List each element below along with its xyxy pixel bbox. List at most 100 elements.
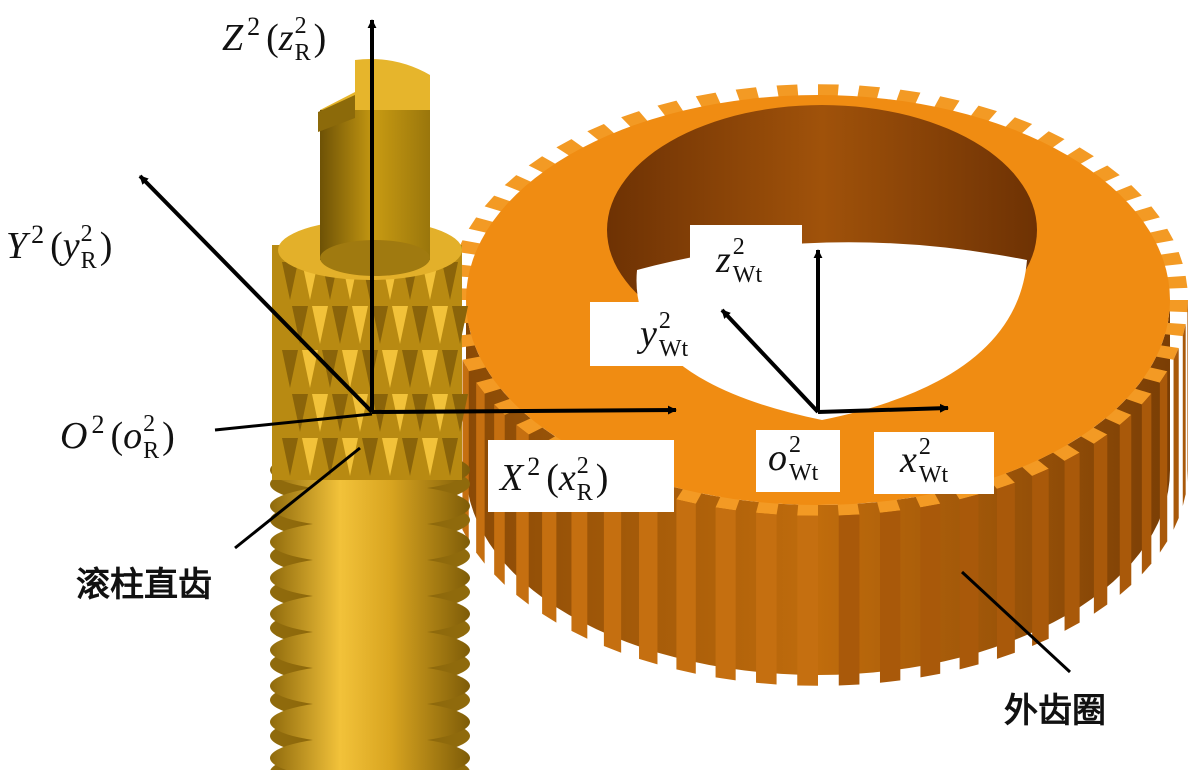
leader-ring xyxy=(960,570,1072,674)
roller-tooth xyxy=(442,262,458,300)
thread-ridge xyxy=(270,736,470,780)
roller-tooth xyxy=(282,350,298,388)
roller-tooth xyxy=(302,350,318,388)
ring-tooth-top xyxy=(457,240,482,255)
ring-tooth-side xyxy=(1032,468,1049,646)
ring-tooth-top xyxy=(756,500,779,515)
thread-clip xyxy=(270,770,470,782)
ring-tooth-side xyxy=(1187,300,1188,483)
ring-tooth-side xyxy=(838,514,860,686)
roller-tooth xyxy=(442,438,458,476)
roller-tooth xyxy=(282,262,298,300)
ring-tooth-side xyxy=(1159,371,1168,553)
roller-tooth xyxy=(412,306,428,344)
bg-xw xyxy=(874,432,994,494)
roller-tooth xyxy=(452,306,468,344)
ring-tooth-side xyxy=(797,515,818,686)
bg-ow xyxy=(756,430,840,492)
ring-tooth-top xyxy=(1159,251,1183,266)
roller-tooth xyxy=(402,438,418,476)
roller-tooth xyxy=(332,394,348,432)
ring-tooth-top xyxy=(1154,345,1179,360)
thread-ridge xyxy=(270,628,470,672)
ring-tooth-side xyxy=(676,499,696,674)
ring-tooth-top xyxy=(1165,275,1188,289)
bg-zw xyxy=(690,225,802,289)
thread-ridge xyxy=(270,484,470,528)
ring-tooth-top xyxy=(797,502,818,516)
roller-tooth xyxy=(432,306,448,344)
bg-X xyxy=(488,440,674,512)
svg-text:X2(x2R): X2(x2R) xyxy=(498,452,608,506)
roller-tooth xyxy=(322,438,338,476)
svg-text:O2(o2R): O2(o2R) xyxy=(60,410,175,464)
shaft-slot xyxy=(318,95,355,132)
roller-tooth xyxy=(312,306,328,344)
roller-tooth xyxy=(392,306,408,344)
leader-roller xyxy=(234,446,361,550)
ring-tooth-side xyxy=(1064,452,1080,631)
roller-gear xyxy=(270,59,470,782)
coordinate-axes xyxy=(138,19,1072,674)
ring-tooth-side xyxy=(1182,324,1186,507)
shaft-top xyxy=(320,59,430,110)
label-backgrounds xyxy=(488,225,994,512)
thread-ridge xyxy=(270,520,470,564)
ring-tooth-top xyxy=(857,85,880,100)
ring-tooth-top xyxy=(735,87,760,103)
roller-tooth xyxy=(282,438,298,476)
roller-tooth xyxy=(292,394,308,432)
ring-tooth-top xyxy=(462,356,488,372)
callout-outer-ring: 外齿圈 xyxy=(1004,691,1106,731)
ring-tooth-side xyxy=(920,503,941,678)
ring-tooth-side xyxy=(639,488,658,665)
roller-tooth xyxy=(402,350,418,388)
roller-tooth xyxy=(352,306,368,344)
ring-tooth-top xyxy=(1167,300,1188,313)
roller-threads xyxy=(270,448,470,782)
axis-xw xyxy=(817,403,949,414)
roller-tooth xyxy=(382,438,398,476)
roller-tooth xyxy=(422,438,438,476)
ring-tooth-side xyxy=(756,512,777,685)
ring-tooth-side xyxy=(879,510,901,683)
ring-tooth-top xyxy=(1163,322,1186,337)
ring-tooth-side xyxy=(1141,393,1152,575)
roller-tooth xyxy=(342,350,358,388)
ring-tooth-top xyxy=(818,84,839,98)
axis-Y xyxy=(138,174,374,414)
thread-ridge xyxy=(270,592,470,636)
leader-origin xyxy=(214,412,373,432)
ring-tooth-side xyxy=(959,494,979,670)
ring-tooth-side xyxy=(1119,414,1132,595)
roller-tooth xyxy=(442,350,458,388)
roller-tooth xyxy=(332,306,348,344)
roller-tooth xyxy=(422,350,438,388)
ring-tooth-top xyxy=(876,497,901,513)
thread-ridge xyxy=(270,556,470,600)
ring-tooth-side xyxy=(715,507,736,681)
roller-tooth xyxy=(382,350,398,388)
roller-tooth xyxy=(312,394,328,432)
svg-text:Z2(z2R): Z2(z2R) xyxy=(222,12,326,66)
ring-tooth-side xyxy=(603,475,622,653)
ring-tooth-top xyxy=(1148,228,1174,244)
ring-tooth-side xyxy=(996,482,1015,659)
ring-tooth-top xyxy=(776,84,799,99)
ring-tooth-side xyxy=(1173,348,1179,530)
svg-text:Y2(y2R): Y2(y2R) xyxy=(6,220,112,274)
thread-ridge xyxy=(270,664,470,708)
roller-tooth xyxy=(362,438,378,476)
